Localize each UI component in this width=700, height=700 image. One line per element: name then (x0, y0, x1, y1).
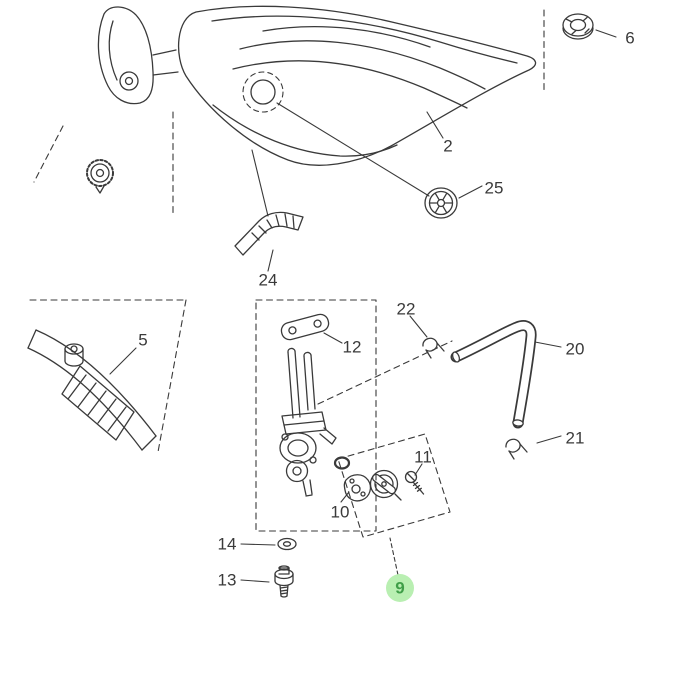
fuel-cap-emblem-part (424, 187, 458, 219)
part-label-20: 20 (566, 340, 585, 359)
part-label-24: 24 (259, 271, 278, 290)
gasket-part (333, 456, 372, 502)
construction-lines (29, 9, 545, 576)
fuel-hose-part (450, 320, 537, 429)
fuel-tank-part (177, 5, 537, 166)
clip-part-21 (505, 438, 528, 460)
part-label-22: 22 (397, 300, 416, 319)
washer-part (277, 537, 297, 551)
plate-part-12 (280, 313, 330, 341)
highlight-circle-part-9 (386, 574, 414, 602)
part-label-10: 10 (331, 503, 350, 522)
screw-part (404, 470, 425, 495)
fuel-cock-assembly (279, 313, 337, 497)
part-label-21: 21 (566, 429, 585, 448)
part-label-14: 14 (218, 535, 237, 554)
part-label-5: 5 (138, 331, 147, 350)
part-label-9-highlighted: 9 (395, 579, 404, 598)
mount-bracket-part (27, 329, 157, 451)
lever-plate (369, 469, 402, 501)
rubber-pad-part (234, 211, 304, 256)
tank-front-bracket (97, 6, 179, 105)
part-label-12: 12 (343, 338, 362, 357)
grommet-part (562, 13, 594, 40)
bolt-part (274, 565, 294, 598)
filler-hole-dashed-circle (242, 71, 284, 113)
part-label-13: 13 (218, 571, 237, 590)
clip-part-22 (422, 337, 445, 359)
leader-lines (109, 29, 617, 583)
knurled-knob (86, 159, 114, 194)
part-label-2: 2 (443, 137, 452, 156)
part-label-25: 25 (485, 179, 504, 198)
part-label-11: 11 (414, 448, 432, 467)
part-label-6: 6 (625, 29, 634, 48)
part-labels: 6 2 25 24 5 12 22 20 21 11 10 14 13 9 (138, 29, 635, 602)
